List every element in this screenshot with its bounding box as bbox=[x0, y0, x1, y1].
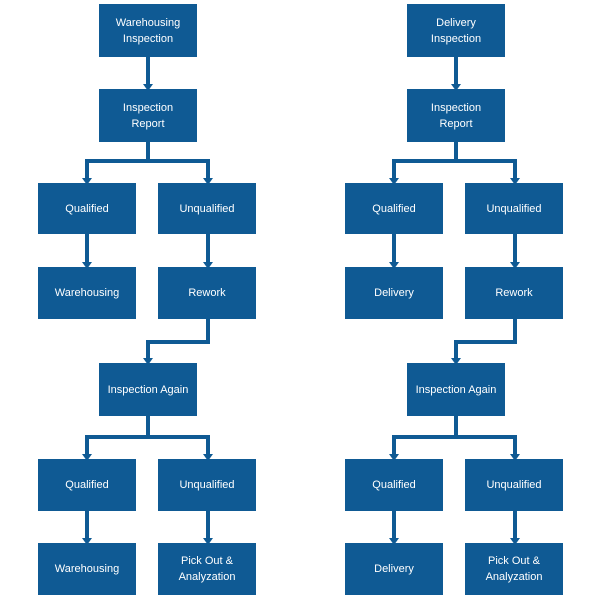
arrowheads bbox=[82, 84, 520, 545]
connector-report-to-qualified-left bbox=[85, 142, 150, 182]
warehousing2-box-left: Warehousing bbox=[38, 543, 136, 595]
qualified2-box-right: Qualified bbox=[345, 459, 443, 511]
arrowhead-qualified2-right bbox=[389, 454, 399, 461]
inspection-report-label-left: Inspection Report bbox=[122, 101, 174, 130]
arrowhead-unqualified-right bbox=[510, 178, 520, 185]
inspection-again-box-right: Inspection Again bbox=[407, 363, 505, 416]
rework-box-left: Rework bbox=[158, 267, 256, 319]
connector-report-to-unqualified-left bbox=[148, 159, 210, 182]
qualified2-label-right: Qualified bbox=[372, 479, 416, 491]
connector-report-to-qualified-right bbox=[392, 142, 458, 182]
inspection-again-label-left: Inspection Again bbox=[107, 383, 189, 396]
arrowhead-again-right bbox=[451, 358, 461, 365]
qualified-label-left: Qualified bbox=[65, 202, 109, 215]
unqualified2-label-left: Unqualified bbox=[179, 479, 235, 491]
arrowhead-qualified-right bbox=[389, 178, 399, 185]
right-flow-connectors bbox=[392, 57, 517, 542]
arrowhead-result-left bbox=[82, 262, 92, 269]
unqualified2-label-right: Unqualified bbox=[486, 479, 542, 491]
warehousing-inspection-box: Warehousing Inspection bbox=[99, 4, 197, 57]
arrowhead-rework-left bbox=[203, 262, 213, 269]
pick-out-box-right: Pick Out & Analyzation bbox=[465, 543, 563, 595]
warehousing2-label-left: Warehousing bbox=[54, 563, 120, 575]
delivery-label-right: Delivery bbox=[374, 287, 414, 299]
connector-again-to-qualified-right bbox=[392, 416, 458, 458]
inspection-again-box-left: Inspection Again bbox=[99, 363, 197, 416]
arrowhead-result2-right bbox=[389, 538, 399, 545]
arrowhead-result2-left bbox=[82, 538, 92, 545]
unqualified-box-left: Unqualified bbox=[158, 183, 256, 234]
arrowhead-pickout-right bbox=[510, 538, 520, 545]
inspection-again-label-right: Inspection Again bbox=[415, 383, 497, 396]
pick-out-box-left: Pick Out & Analyzation bbox=[158, 543, 256, 595]
delivery-inspection-label: Delivery Inspection bbox=[430, 16, 482, 45]
pick-out-label-right: Pick Out & Analyzation bbox=[485, 555, 543, 583]
delivery2-label-right: Delivery bbox=[374, 563, 414, 575]
rework-label-left: Rework bbox=[188, 287, 226, 299]
warehousing-label-left: Warehousing bbox=[54, 287, 120, 299]
connector-again-to-unqualified-right bbox=[456, 435, 517, 458]
arrowhead-pickout-left bbox=[203, 538, 213, 545]
left-flow-connectors bbox=[85, 57, 210, 542]
arrowhead-result-right bbox=[389, 262, 399, 269]
unqualified2-box-left: Unqualified bbox=[158, 459, 256, 511]
connector-again-to-qualified-left bbox=[85, 416, 150, 458]
rework-box-right: Rework bbox=[465, 267, 563, 319]
connector-rework-to-again-left bbox=[146, 319, 210, 362]
arrowhead-qualified-left bbox=[82, 178, 92, 185]
unqualified2-box-right: Unqualified bbox=[465, 459, 563, 511]
arrowhead-report-left bbox=[143, 84, 153, 91]
arrowhead-unqualified-left bbox=[203, 178, 213, 185]
unqualified-label-left: Unqualified bbox=[179, 202, 235, 215]
arrowhead-report-right bbox=[451, 84, 461, 91]
delivery-inspection-box: Delivery Inspection bbox=[407, 4, 505, 57]
inspection-report-box-left: Inspection Report bbox=[99, 89, 197, 142]
inspection-report-box-right: Inspection Report bbox=[407, 89, 505, 142]
arrowhead-rework-right bbox=[510, 262, 520, 269]
unqualified-label-right: Unqualified bbox=[486, 202, 542, 215]
qualified-label-right: Qualified bbox=[372, 202, 416, 215]
warehousing-inspection-label: Warehousing Inspection bbox=[115, 16, 181, 45]
delivery2-box-right: Delivery bbox=[345, 543, 443, 595]
qualified2-label-left: Qualified bbox=[65, 479, 109, 491]
qualified-box-left: Qualified bbox=[38, 183, 136, 234]
warehousing-box-left: Warehousing bbox=[38, 267, 136, 319]
connector-rework-to-again-right bbox=[454, 319, 517, 362]
pick-out-label-left: Pick Out & Analyzation bbox=[178, 555, 236, 583]
inspection-report-label-right: Inspection Report bbox=[430, 101, 482, 130]
connector-again-to-unqualified-left bbox=[148, 435, 210, 458]
arrowhead-qualified2-left bbox=[82, 454, 92, 461]
qualified2-box-left: Qualified bbox=[38, 459, 136, 511]
arrowhead-unqualified2-right bbox=[510, 454, 520, 461]
delivery-box-right: Delivery bbox=[345, 267, 443, 319]
connector-report-to-unqualified-right bbox=[456, 159, 517, 182]
rework-label-right: Rework bbox=[495, 287, 533, 299]
qualified-box-right: Qualified bbox=[345, 183, 443, 234]
arrowhead-again-left bbox=[143, 358, 153, 365]
arrowhead-unqualified2-left bbox=[203, 454, 213, 461]
unqualified-box-right: Unqualified bbox=[465, 183, 563, 234]
